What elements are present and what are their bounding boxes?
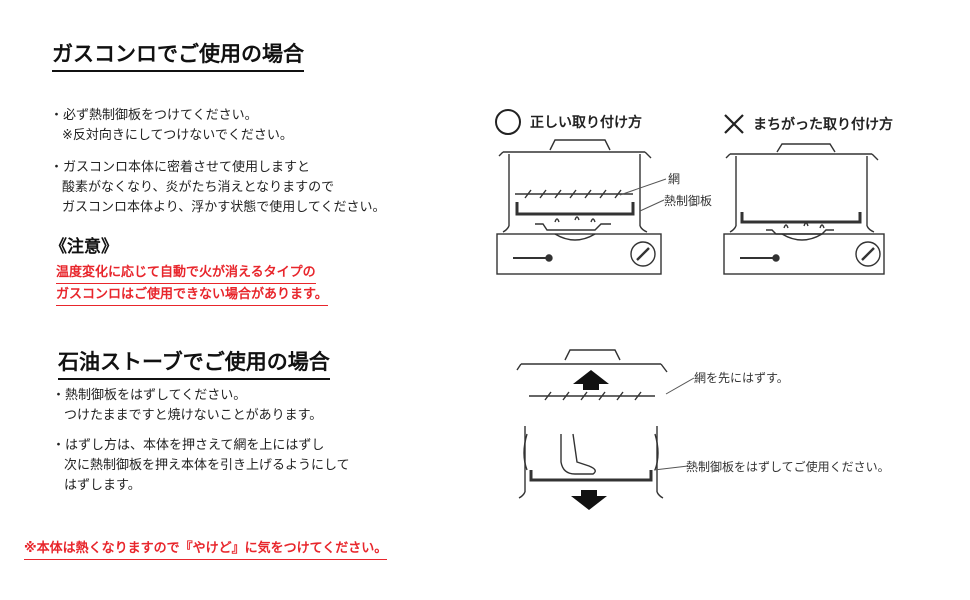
- stove-instructions: ・熱制御板をはずしてください。 つけたままですと焼けないことがあります。 ・はず…: [52, 386, 350, 496]
- wrong-x-icon: [724, 114, 744, 134]
- gas-instructions: ・必ず熱制御板をつけてください。 ※反対向きにしてつけないでください。 ・ガスコ…: [50, 106, 385, 218]
- remove-plate-label: 熱制御板をはずしてご使用ください。: [686, 460, 890, 474]
- stove-bullet2-line1: ・はずし方は、本体を押さえて網を上にはずし: [52, 438, 325, 453]
- caution-note: 温度変化に応じて自動で火が消えるタイプの ガスコンロはご使用できない場合がありま…: [56, 262, 328, 306]
- wrong-label: まちがった取り付け方: [753, 117, 893, 133]
- net-label: 網: [668, 172, 681, 186]
- caution-heading: 《注意》: [50, 237, 118, 257]
- stove-bullet2-line3: はずします。: [64, 478, 141, 493]
- down-arrow-icon: [571, 490, 607, 510]
- gas-bullet2-line3: ガスコンロ本体より、浮かす状態で使用してください。: [62, 200, 386, 215]
- stove-bullet1-line2: つけたままですと焼けないことがあります。: [64, 408, 323, 423]
- plate-label: 熱制御板: [664, 194, 713, 208]
- up-arrow-icon: [573, 370, 609, 390]
- caution-line1: 温度変化に応じて自動で火が消えるタイプの: [56, 263, 316, 284]
- stove-leader-lines: [653, 377, 695, 471]
- label-leader-lines: [619, 178, 667, 212]
- gas-bullet1-line2: ※反対向きにしてつけないでください。: [62, 128, 293, 143]
- footer-warning: ※本体は熱くなりますので『やけど』に気をつけてください。: [24, 538, 388, 560]
- gas-bullet2-line1: ・ガスコンロ本体に密着させて使用しますと: [50, 160, 311, 175]
- correct-setup-diagram: [496, 139, 662, 275]
- gas-section-title: ガスコンロでご使用の場合: [52, 38, 304, 72]
- stove-bullet2-line2: 次に熱制御板を押え本体を引き上げるようにして: [64, 458, 350, 473]
- footer-warning-text: ※本体は熱くなりますので『やけど』に気をつけてください。: [24, 539, 388, 560]
- caution-line2: ガスコンロはご使用できない場合があります。: [56, 285, 328, 306]
- wrong-setup-diagram: [723, 143, 885, 275]
- net-first-label: 網を先にはずす。: [694, 371, 789, 385]
- gas-bullet1-line1: ・必ず熱制御板をつけてください。: [50, 108, 258, 123]
- stove-section-title: 石油ストーブでご使用の場合: [58, 346, 330, 380]
- correct-circle-icon: [495, 109, 521, 135]
- stove-removal-diagram: [516, 349, 668, 510]
- correct-label: 正しい取り付け方: [530, 115, 642, 131]
- gas-bullet2-line2: 酸素がなくなり、炎がたち消えとなりますので: [62, 180, 335, 195]
- stove-bullet1-line1: ・熱制御板をはずしてください。: [52, 388, 247, 403]
